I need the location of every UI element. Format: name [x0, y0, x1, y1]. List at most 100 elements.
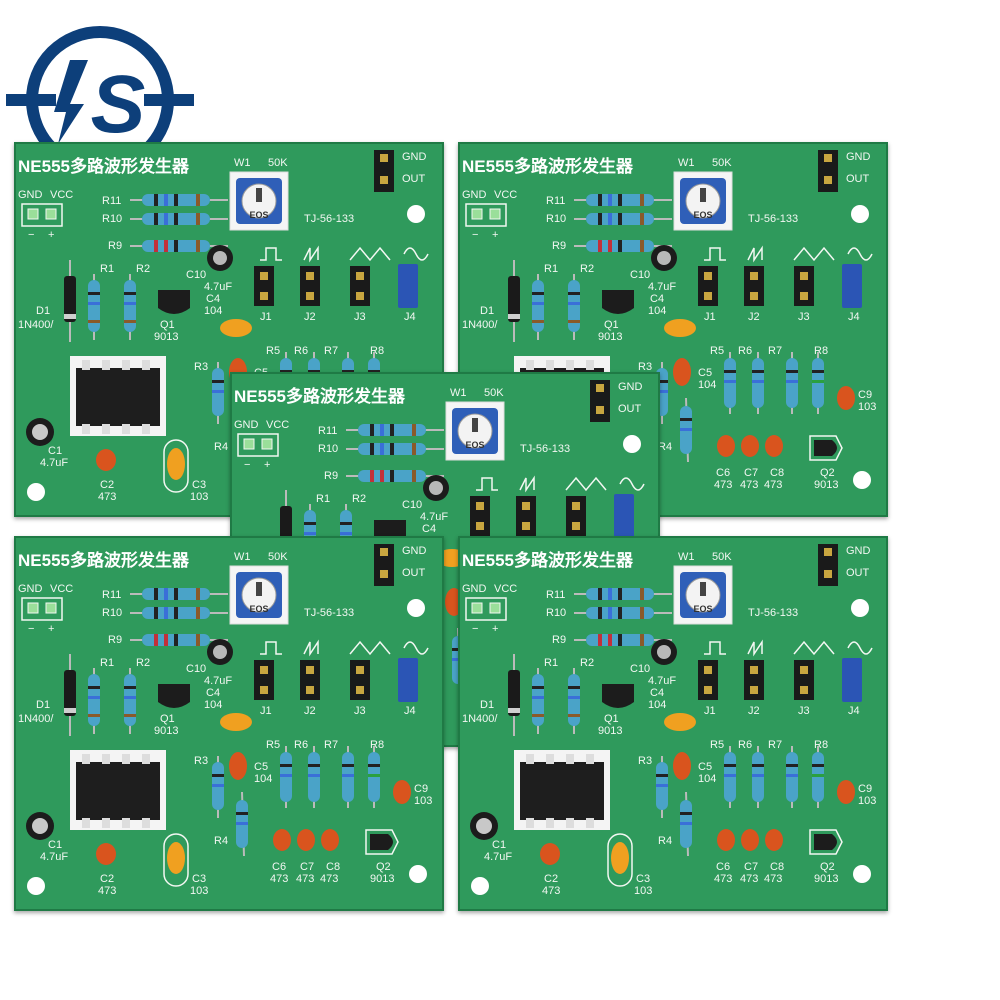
waveform-symbols: [704, 245, 873, 263]
d1-value: 1N400/: [462, 713, 498, 725]
resistor-r11: [346, 424, 444, 436]
resistor-r9: [574, 240, 672, 252]
r2-label: R2: [136, 263, 150, 275]
diode-d1: [508, 260, 520, 342]
out-out-label: OUT: [618, 403, 642, 415]
out-gnd-label: GND: [402, 151, 427, 163]
r2-label: R2: [580, 657, 594, 669]
capacitor-c5: [673, 752, 691, 780]
c5-label: C5: [698, 761, 712, 773]
r4-label: R4: [658, 441, 672, 453]
resistor-r11: [130, 588, 228, 600]
c9-label: C9: [414, 783, 428, 795]
resistor-r4: [680, 397, 692, 463]
pwr-gnd-label: GND: [234, 419, 259, 431]
resistor-r10: [574, 607, 672, 619]
pwr-gnd-label: GND: [18, 583, 43, 595]
transistor-q1: [602, 290, 634, 314]
pwr-plus: +: [492, 623, 498, 635]
resistor-r7: [786, 746, 798, 808]
resistor-r8: [368, 746, 380, 808]
capacitor-c4: [220, 319, 252, 337]
transistor-q2: [370, 834, 393, 850]
r10-label: R10: [318, 443, 338, 455]
c4-label: C4: [206, 293, 220, 305]
capacitor-c2: [96, 843, 116, 865]
c6-value: 473: [714, 479, 732, 491]
out-gnd-label: GND: [618, 381, 643, 393]
pot-marking: EOS: [465, 440, 484, 450]
r9-label: R9: [108, 634, 122, 646]
capacitor-c1: [26, 812, 54, 840]
c10-label: C10: [630, 663, 650, 675]
board-title: NE555多路波形发生器: [462, 550, 634, 570]
resistor-r5: [280, 746, 292, 808]
c1-value: 4.7uF: [40, 457, 68, 469]
pcb-board-bottom-left: NE555多路波形发生器 GND VCC − + R11 R10 R9 W1: [14, 536, 444, 911]
r10-label: R10: [102, 213, 122, 225]
c2-value: 473: [542, 885, 560, 897]
pwr-vcc-label: VCC: [494, 583, 517, 595]
r5-label: R5: [710, 345, 724, 357]
j2-label: J2: [748, 311, 760, 323]
output-header: [374, 544, 394, 586]
r6-label: R6: [738, 345, 752, 357]
jumper-j3: [794, 660, 814, 700]
q1-label: Q1: [160, 713, 175, 725]
diode-d1: [508, 654, 520, 736]
resistor-r3: [212, 756, 224, 818]
capacitor-c6: [273, 829, 291, 851]
capacitor-c10: [423, 475, 449, 501]
r10-label: R10: [546, 607, 566, 619]
capacitor-c1: [26, 418, 54, 446]
board-model: TJ-56-133: [304, 213, 354, 225]
resistor-r10: [130, 213, 228, 225]
pwr-gnd-label: GND: [462, 189, 487, 201]
resistor-r2: [568, 274, 580, 340]
output-header: [590, 380, 610, 422]
out-gnd-label: GND: [846, 151, 871, 163]
jumper-j2: [744, 660, 764, 700]
r1-label: R1: [316, 493, 330, 505]
pot-marking: EOS: [693, 210, 712, 220]
c1-value: 4.7uF: [40, 851, 68, 863]
pot-value: 50K: [712, 157, 732, 169]
c10-value: 4.7uF: [648, 281, 676, 293]
capacitor-c10: [207, 639, 233, 665]
c6-label: C6: [272, 861, 286, 873]
c6-label: C6: [716, 861, 730, 873]
j1-label: J1: [704, 705, 716, 717]
c8-label: C8: [770, 861, 784, 873]
r9-label: R9: [324, 470, 338, 482]
c2-label: C2: [100, 873, 114, 885]
q1-label: Q1: [604, 713, 619, 725]
resistor-r5: [724, 352, 736, 414]
r8-label: R8: [370, 345, 384, 357]
board-title: NE555多路波形发生器: [18, 156, 190, 176]
r6-label: R6: [294, 345, 308, 357]
r3-label: R3: [638, 361, 652, 373]
c7-value: 473: [296, 873, 314, 885]
j4-label: J4: [404, 311, 416, 323]
resistor-r9: [346, 470, 444, 482]
j3-label: J3: [798, 705, 810, 717]
capacitor-c7: [741, 435, 759, 457]
j4-label: J4: [404, 705, 416, 717]
pot-marking: EOS: [249, 604, 268, 614]
c4-label: C4: [650, 687, 664, 699]
capacitor-c4: [220, 713, 252, 731]
d1-value: 1N400/: [18, 713, 54, 725]
c3-label: C3: [636, 873, 650, 885]
potentiometer-w1: EOS: [229, 565, 289, 625]
c8-value: 473: [764, 873, 782, 885]
resistor-r9: [130, 240, 228, 252]
c4-value: 104: [648, 699, 666, 711]
capacitor-c3: [167, 842, 185, 874]
j3-label: J3: [354, 705, 366, 717]
diode-d1: [64, 654, 76, 736]
c10-label: C10: [402, 499, 422, 511]
r1-label: R1: [544, 263, 558, 275]
waveform-symbols: [476, 475, 645, 493]
board-model: TJ-56-133: [748, 213, 798, 225]
q1-value: 9013: [154, 725, 178, 737]
